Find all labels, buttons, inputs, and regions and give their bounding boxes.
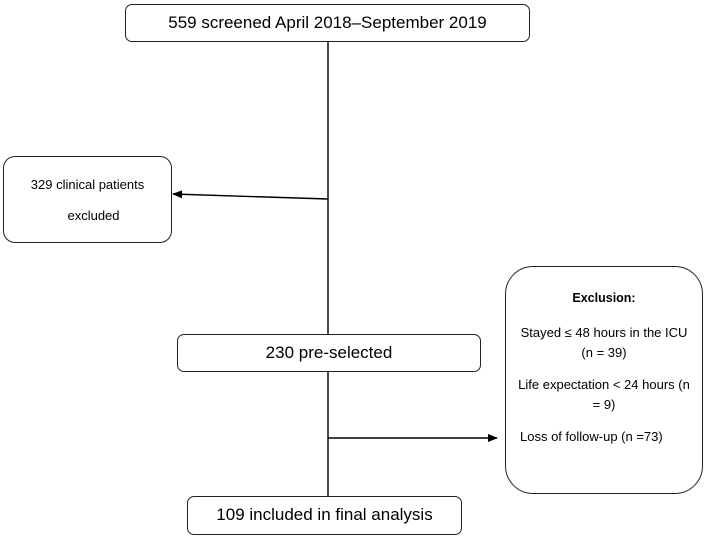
arrow-to-excluded — [172, 190, 329, 200]
excluded-label-line1: 329 clinical patients — [30, 176, 145, 192]
screened-box: 559 screened April 2018–September 2019 — [125, 4, 530, 42]
excluded-box: 329 clinical patients excluded — [3, 156, 172, 243]
final-analysis-label: 109 included in final analysis — [216, 505, 433, 525]
exclusion-item-life-expectation: Life expectation < 24 hours (n = 9) — [518, 377, 690, 413]
screened-label: 559 screened April 2018–September 2019 — [168, 12, 487, 32]
exclusion-item-follow-up-loss: Loss of follow-up (n =73) — [520, 429, 663, 444]
exclusion-box: Exclusion: Stayed ≤ 48 hours in the ICU … — [505, 266, 703, 494]
exclusion-item-icu-stay: Stayed ≤ 48 hours in the ICU (n = 39) — [520, 325, 688, 361]
preselected-box: 230 pre-selected — [177, 334, 481, 372]
excluded-label-line2: excluded — [67, 207, 120, 223]
exclusion-title: Exclusion: — [572, 291, 636, 305]
preselected-label: 230 pre-selected — [265, 342, 393, 362]
final-analysis-box: 109 included in final analysis — [187, 496, 462, 535]
